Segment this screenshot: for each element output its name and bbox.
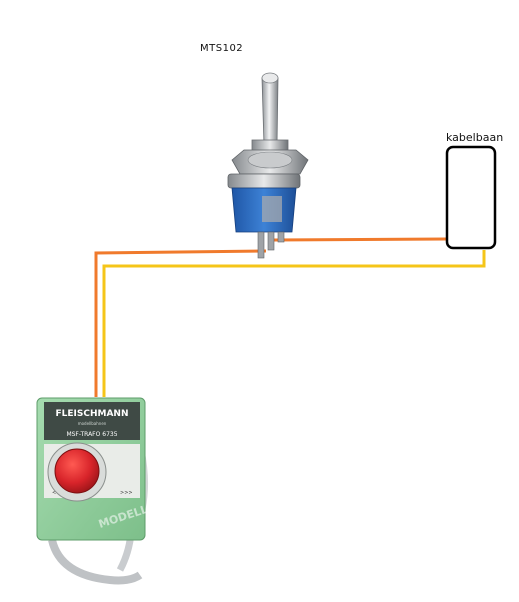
transformer: FLEISCHMANN modellbahnen MSF-TRAFO 6735 …	[36, 397, 149, 585]
switch-label: MTS102	[200, 43, 244, 54]
model-label: MSF-TRAFO 6735	[66, 431, 117, 438]
wire-yellow	[102, 250, 486, 397]
wire-orange	[94, 237, 447, 397]
dial-right-symbol: >>>	[120, 490, 133, 496]
brand-label: FLEISCHMANN	[56, 409, 129, 419]
speed-knob	[54, 448, 100, 494]
track-label: kabelbaan	[446, 131, 504, 144]
track-box	[445, 145, 497, 250]
toggle-switch	[227, 72, 309, 259]
subbrand-label: modellbahnen	[78, 421, 107, 426]
